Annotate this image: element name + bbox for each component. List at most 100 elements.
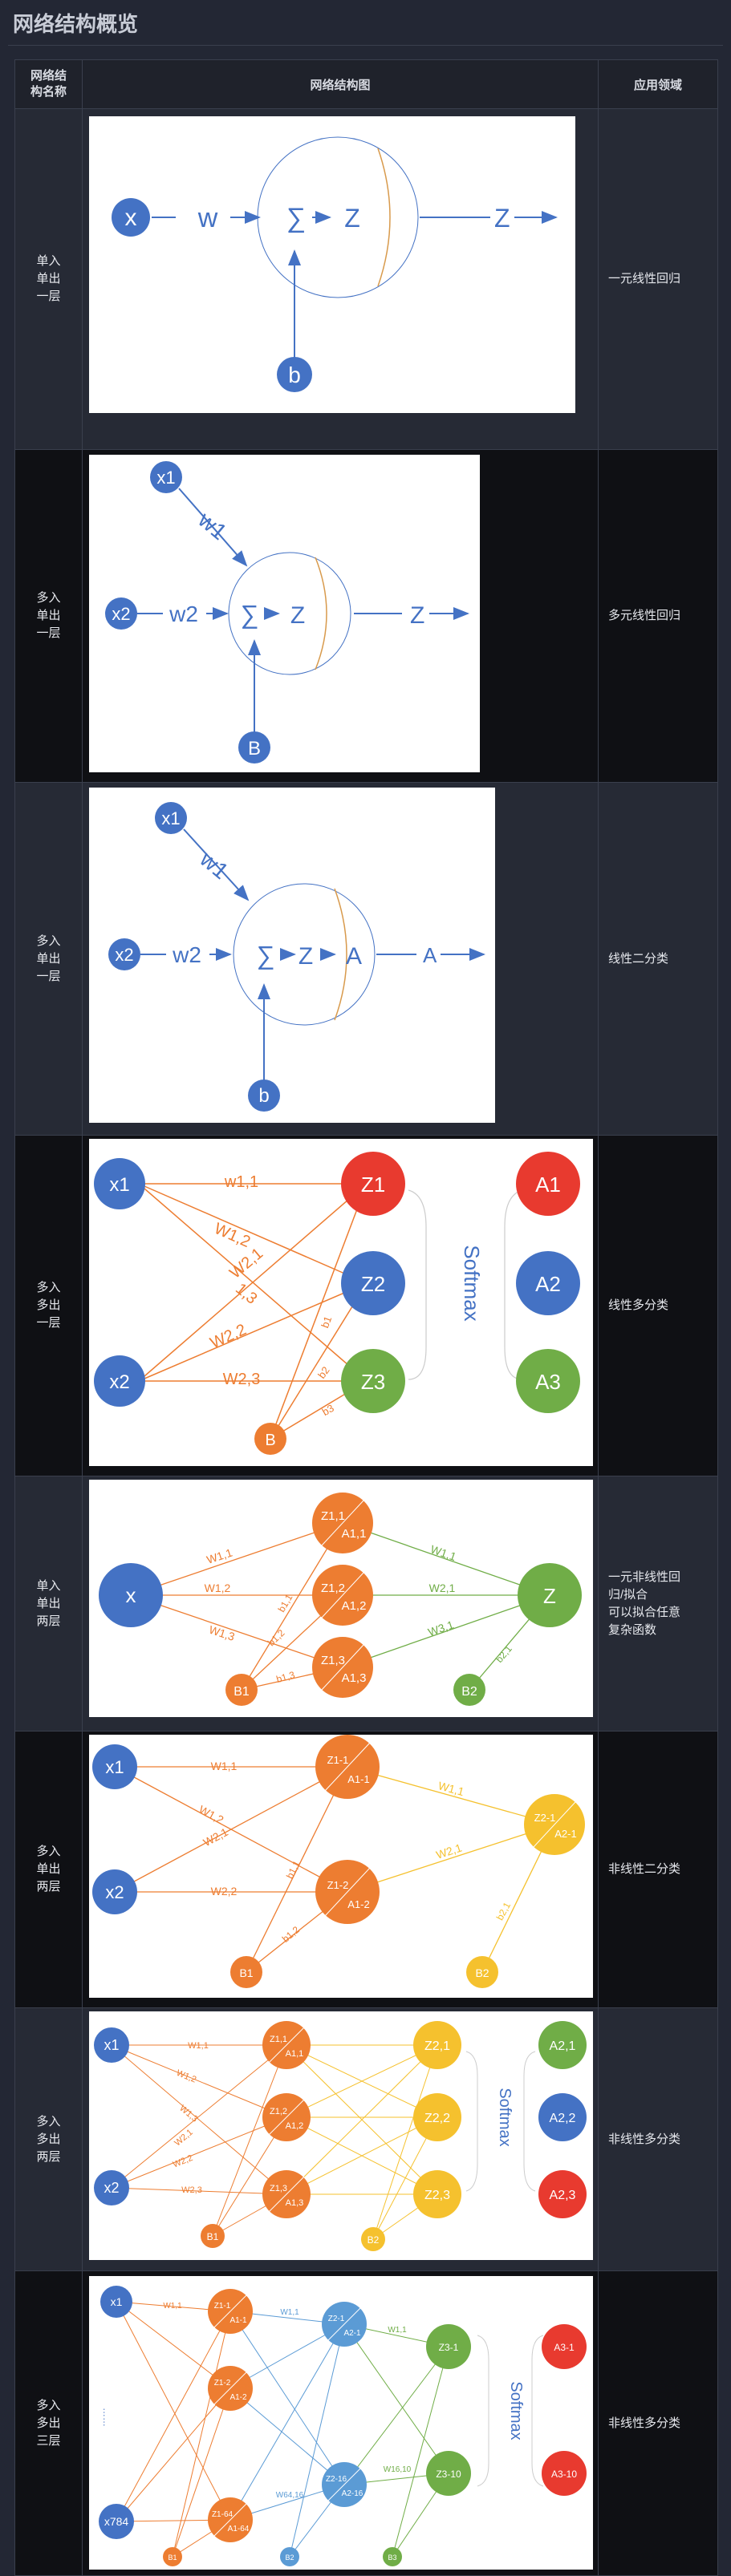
diagram-cell: …… W1,1 W1,1 W1,1 W64,16 W16,10 x1 x784 … bbox=[82, 2270, 599, 2576]
table-header-row: 网络结 构名称 网络结构图 应用领域 bbox=[14, 59, 718, 109]
input-x1-label: x1 bbox=[104, 2037, 119, 2053]
bias-label: b bbox=[258, 1085, 269, 1107]
hidden-neuron-1: Z1,1 A1,1 bbox=[312, 1493, 373, 1553]
w12-label: W1,2 bbox=[197, 1803, 226, 1827]
input-x-label: x bbox=[126, 1583, 136, 1607]
header-application-area: 应用领域 bbox=[598, 59, 718, 109]
w-l1-label: W1,1 bbox=[163, 2302, 182, 2311]
hidden-neuron-3: Z1,3 A1,3 bbox=[312, 1637, 373, 1698]
z310-label: Z3-10 bbox=[436, 2469, 461, 2480]
svg-text:Z1,3: Z1,3 bbox=[270, 2184, 287, 2193]
hidden2-neuron-16: Z2-16 A2-16 bbox=[322, 2462, 367, 2507]
diagram-cell: x w ∑ Z Z b bbox=[82, 108, 599, 450]
svg-text:A1,3: A1,3 bbox=[342, 1671, 367, 1685]
a21-label: A2,1 bbox=[550, 2039, 576, 2053]
structure-name: 多入 多出 一层 bbox=[14, 1135, 83, 1476]
table-row: 多入 多出 一层 w1,1 W1,2 1,3 W2,1 W2,2 bbox=[14, 1135, 718, 1476]
w11-label: W1,1 bbox=[211, 1760, 238, 1772]
w12-label: W1,2 bbox=[175, 2068, 197, 2085]
input-label: x bbox=[125, 205, 137, 231]
input-x1-label: x1 bbox=[156, 468, 175, 488]
table-row: 多入 单出 两层 W1,1 W1,2 W2,1 bbox=[14, 1731, 718, 2008]
activation-label: A bbox=[346, 943, 362, 970]
input-node bbox=[112, 198, 150, 237]
z23-label: Z2,3 bbox=[424, 2189, 450, 2202]
diagram-cell: x1 w1 x2 w2 ∑ Z A bbox=[82, 782, 599, 1136]
diagram-nonlinear-regression: W1,1 W1,2 W1,3 b1,1 b1,2 b1,3 W1,1 W2,1 … bbox=[89, 1480, 593, 1717]
svg-text:Z2-1: Z2-1 bbox=[328, 2315, 345, 2323]
input-x2-label: x2 bbox=[115, 945, 133, 965]
input-x1-label: x1 bbox=[105, 1757, 124, 1777]
diagram-cell: x1 w1 x2 w2 ∑ Z Z bbox=[82, 449, 599, 783]
a2-label: A2 bbox=[535, 1272, 561, 1296]
a1-label: A1 bbox=[535, 1173, 561, 1197]
bias-b2-label: B2 bbox=[461, 1685, 477, 1699]
sum-symbol: ∑ bbox=[257, 941, 275, 970]
diagram-nonlinear-multi-classification-2layer: W1,1 W1,2 W1,3 W2,1 W2,2 W2,3 x1 x2 B1 bbox=[89, 2011, 593, 2260]
b21-label: b2,1 bbox=[493, 1643, 514, 1665]
svg-text:A1-2: A1-2 bbox=[229, 2393, 247, 2402]
svg-text:A2-1: A2-1 bbox=[343, 2329, 361, 2338]
sum-symbol: ∑ bbox=[286, 203, 306, 233]
softmax-label: Softmax bbox=[496, 2088, 514, 2146]
bias-label: B bbox=[248, 738, 261, 759]
hidden1-neuron-2: Z1-2 A1-2 bbox=[208, 2366, 253, 2411]
bias-node bbox=[277, 357, 312, 392]
hidden2-neuron-1: Z2-1 A2-1 bbox=[322, 2302, 367, 2347]
b11-label: b1,1 bbox=[284, 1858, 303, 1880]
svg-text:A1,1: A1,1 bbox=[286, 2049, 304, 2059]
bias-b2-label: B2 bbox=[368, 2234, 380, 2246]
w-l2-label: W1,1 bbox=[280, 2308, 299, 2317]
diagram-nonlinear-multi-classification-3layer: …… W1,1 W1,1 W1,1 W64,16 W16,10 x1 x784 … bbox=[89, 2276, 593, 2570]
z3-label: Z3 bbox=[361, 1370, 385, 1394]
neuron-circle bbox=[257, 136, 419, 298]
application-area: 一元线性回归 bbox=[598, 108, 718, 450]
diagram-nonlinear-binary-classification: W1,1 W1,2 W2,1 W2,2 b1,1 b1,2 W1,1 W2,1 … bbox=[89, 1735, 593, 1998]
b1-label: b1 bbox=[319, 1314, 334, 1330]
svg-text:A1-1: A1-1 bbox=[229, 2316, 247, 2325]
table-row: 单入 单出 一层 x w ∑ Z bbox=[14, 108, 718, 450]
structure-name: 多入 单出 一层 bbox=[14, 449, 83, 783]
svg-text:Z2-16: Z2-16 bbox=[326, 2475, 347, 2484]
svg-text:A1,3: A1,3 bbox=[286, 2198, 304, 2208]
svg-text:A1,1: A1,1 bbox=[342, 1527, 367, 1541]
application-area: 非线性多分类 bbox=[598, 2007, 718, 2271]
hidden-neuron-1: Z1-1 A1-1 bbox=[315, 1735, 380, 1799]
input-x2-label: x2 bbox=[105, 1882, 124, 1902]
svg-text:A1-2: A1-2 bbox=[347, 1898, 369, 1910]
svg-text:Z1-2: Z1-2 bbox=[327, 1879, 349, 1891]
application-area: 非线性二分类 bbox=[598, 1731, 718, 2008]
bias-b1-label: B1 bbox=[239, 1966, 253, 1979]
diagram-cell: W1,1 W1,2 W1,3 b1,1 b1,2 b1,3 W1,1 W2,1 … bbox=[82, 1476, 599, 1732]
hidden-neuron-2: Z1,2 A1,2 bbox=[262, 2093, 311, 2141]
ellipsis-inputs: …… bbox=[101, 2408, 112, 2427]
z-label: Z bbox=[290, 602, 305, 629]
w11-label: W1,1 bbox=[205, 1546, 234, 1566]
hidden1-neuron-64: Z1-64 A1-64 bbox=[208, 2497, 253, 2542]
bias-b1-label: B1 bbox=[207, 2231, 219, 2242]
weight-w2-label: w2 bbox=[169, 601, 198, 626]
hidden1-neuron-1: Z1-1 A1-1 bbox=[208, 2289, 253, 2334]
w-l3-label: W1,1 bbox=[388, 2326, 407, 2335]
a23-label: A2,3 bbox=[550, 2189, 576, 2202]
structure-name: 多入 多出 两层 bbox=[14, 2007, 83, 2271]
hidden-neuron-2: Z1,2 A1,2 bbox=[312, 1565, 373, 1626]
diagram-single-input-single-output: x w ∑ Z Z b bbox=[89, 116, 575, 413]
z31-label: Z3-1 bbox=[439, 2342, 459, 2353]
w21-label: W1,1 bbox=[429, 1542, 458, 1563]
w21-label: W2,1 bbox=[201, 1825, 230, 1849]
structure-name: 单入 单出 两层 bbox=[14, 1476, 83, 1732]
z21-label: Z2,1 bbox=[424, 2039, 450, 2053]
w23-label: W2,3 bbox=[223, 1371, 261, 1388]
svg-text:Z1,1: Z1,1 bbox=[321, 1509, 345, 1523]
w23-label: W3,1 bbox=[426, 1618, 455, 1638]
diagram-cell: W1,1 W1,2 W2,1 W2,2 b1,1 b1,2 W1,1 W2,1 … bbox=[82, 1731, 599, 2008]
structure-name: 多入 单出 两层 bbox=[14, 1731, 83, 2008]
bias-label: b bbox=[288, 363, 301, 387]
softmax-label: Softmax bbox=[507, 2381, 525, 2440]
application-area: 一元非线性回 归/拟合 可以拟合任意 复杂函数 bbox=[598, 1476, 718, 1732]
w-l2b-label: W64,16 bbox=[276, 2491, 304, 2500]
bias-label: B bbox=[265, 1432, 275, 1449]
svg-text:Z1,2: Z1,2 bbox=[270, 2107, 287, 2116]
network-overview-table: 网络结 构名称 网络结构图 应用领域 单入 单出 一层 x w bbox=[14, 59, 718, 2576]
